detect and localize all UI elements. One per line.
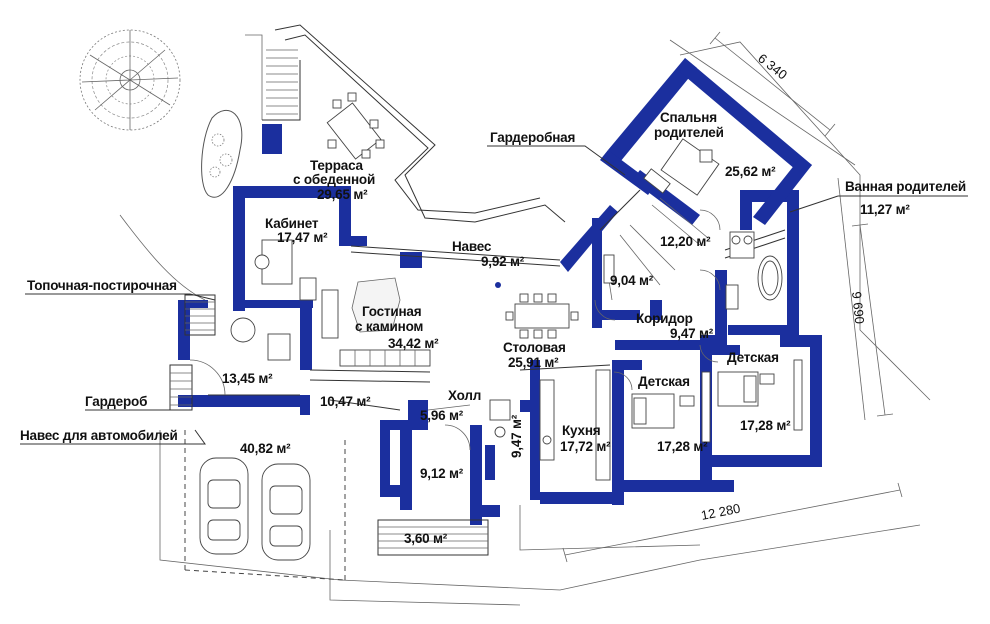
boiler-area: 13,45 м² (222, 371, 273, 386)
small-bath-area: 9,47 м² (509, 414, 524, 458)
terrace-area: 29,65 м² (317, 187, 368, 202)
car-icon (261, 463, 311, 561)
wardrobe-icon (643, 168, 709, 246)
terrace-name-line1: Терраса (310, 158, 364, 173)
child2-area: 17,28 м² (740, 418, 791, 433)
child1-name: Детская (638, 374, 690, 389)
master-bedroom-name-line1: Спальня (660, 110, 717, 125)
dressing-area: 9,04 м² (610, 273, 654, 288)
vestibule-area: 9,12 м² (420, 466, 464, 481)
canopy-area: 9,92 м² (481, 254, 525, 269)
side-stairs (169, 294, 216, 411)
boiler-room-callout: Топочная-постирочная (27, 278, 177, 293)
dining-table-icon (505, 293, 579, 339)
corridor-name: Коридор (636, 311, 693, 326)
bathtub-icon (757, 255, 783, 301)
study-area: 17,47 м² (277, 230, 328, 245)
parents-bath-callout: Ванная родителей (845, 179, 966, 194)
living-name-line2: с камином (355, 319, 423, 334)
kitchen-counter-icon (539, 369, 611, 481)
terrace-steps (266, 49, 298, 115)
master-bedroom-area: 25,62 м² (725, 164, 776, 179)
hall-area: 5,96 м² (420, 408, 464, 423)
cloakroom-callout: Гардероб (85, 394, 147, 409)
hall-name: Холл (448, 388, 481, 403)
kitchen-name: Кухня (562, 423, 600, 438)
sofa-icon (321, 289, 431, 367)
rug-icon (351, 277, 401, 333)
canopy-name: Навес (452, 239, 492, 254)
child1-area: 17,28 м² (657, 439, 708, 454)
master-bedroom-name-line2: родителей (654, 125, 724, 140)
callout-labels: Гардеробная Ванная родителей 11,27 м² То… (20, 130, 966, 443)
bed-icon (631, 371, 711, 443)
carport-callout: Навес для автомобилей (20, 428, 178, 443)
hanger-rail-icon (603, 224, 676, 301)
living-area: 34,42 м² (388, 336, 439, 351)
porch-steps (377, 519, 489, 556)
coat-rack-icon (427, 282, 501, 411)
callout-lines (20, 145, 968, 445)
porch-area: 3,60 м² (404, 531, 448, 546)
parents-bath-area: 11,27 м² (860, 202, 910, 217)
terrace-name-line2: с обеденной (293, 172, 375, 187)
carport (184, 430, 346, 581)
dimension-lines (562, 31, 903, 563)
bed-icon (660, 138, 720, 196)
carport-area: 40,82 м² (240, 441, 291, 456)
kitchen-area: 17,72 м² (560, 439, 611, 454)
dining-table-icon (326, 92, 385, 160)
dining-name: Столовая (503, 340, 566, 355)
furniture (230, 92, 803, 481)
corridor-area: 9,47 м² (670, 326, 714, 341)
sink-icon (725, 231, 755, 310)
room-labels: Терраса с обеденной 29,65 м² Кабинет 17,… (222, 110, 791, 546)
toilet-icon (489, 399, 511, 438)
wardrobe-area: 10,47 м² (320, 394, 371, 409)
desk-icon (254, 239, 317, 301)
car-icon (199, 457, 249, 555)
shrub-bed-icon (201, 109, 243, 198)
bed-icon (717, 359, 803, 431)
site-outline (119, 34, 931, 606)
living-name-line1: Гостиная (362, 304, 421, 319)
tree-icon (79, 29, 181, 131)
boiler-icon (230, 317, 291, 361)
child2-name: Детская (727, 350, 779, 365)
dimension-right: 9 690 (849, 291, 867, 325)
dining-area: 25,91 м² (508, 355, 559, 370)
dimension-bottom: 12 280 (700, 501, 742, 523)
study-name: Кабинет (265, 216, 319, 231)
dressing-room-callout: Гардеробная (490, 130, 575, 145)
terrace-outline (262, 24, 566, 223)
interior-lines (189, 189, 786, 451)
master-wardrobe-area: 12,20 м² (660, 234, 711, 249)
